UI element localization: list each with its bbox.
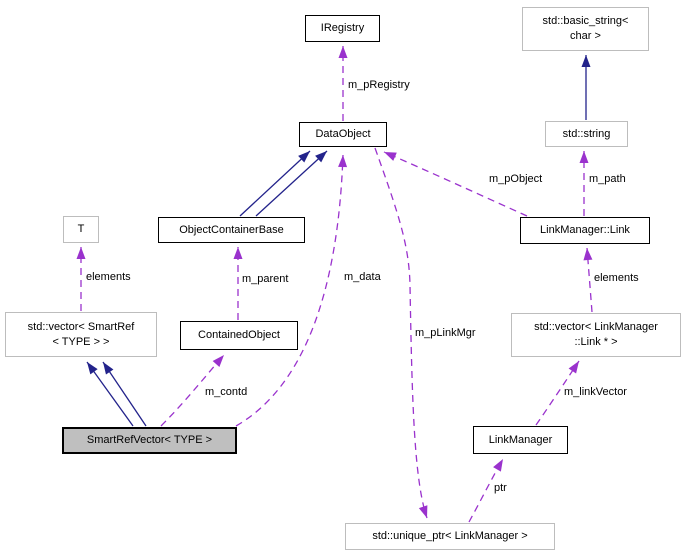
edge-label-m-contd: m_contd <box>205 386 248 398</box>
node-label: std::basic_string< char > <box>542 15 629 42</box>
node-dataobject[interactable]: DataObject <box>299 122 387 147</box>
edge-m-linkvector <box>535 360 580 426</box>
edge-m-contd <box>160 354 225 427</box>
edge-ptr <box>468 458 504 523</box>
node-label: SmartRefVector< TYPE > <box>86 434 213 446</box>
edge-label-elements-link: elements <box>594 272 639 284</box>
node-label: ObjectContainerBase <box>179 223 284 236</box>
node-std-string: std::string <box>545 121 628 147</box>
node-iregistry[interactable]: IRegistry <box>305 15 380 42</box>
node-smartrefvector-current: SmartRefVector< TYPE > <box>62 427 237 454</box>
node-containedobject[interactable]: ContainedObject <box>180 321 298 350</box>
node-label: std::unique_ptr< LinkManager > <box>372 530 528 542</box>
edge-label-m-parent: m_parent <box>242 273 289 285</box>
edge-inherit-ocb-dataobject-1 <box>239 150 311 217</box>
edge-label-m-pregistry: m_pRegistry <box>348 79 410 91</box>
node-t: T <box>63 216 99 243</box>
node-label: LinkManager::Link <box>540 224 630 236</box>
edge-label-m-linkvector: m_linkVector <box>564 386 627 398</box>
node-label: DataObject <box>315 128 371 140</box>
node-std-unique-ptr: std::unique_ptr< LinkManager > <box>345 523 555 550</box>
edge-label-m-pobject: m_pObject <box>489 173 543 185</box>
edge-inherit-ocb-dataobject-2 <box>255 150 328 217</box>
node-std-vector-smartref: std::vector< SmartRef < TYPE > > <box>5 312 157 357</box>
node-label: T <box>77 223 85 235</box>
edge-elements-link <box>583 247 593 313</box>
node-label: std::string <box>562 127 611 140</box>
edge-m-data <box>235 154 348 427</box>
node-label: std::vector< LinkManager ::Link * > <box>534 321 658 348</box>
edge-label-elements-t: elements <box>86 271 131 283</box>
edge-label-ptr: ptr <box>494 482 507 494</box>
edge-label-m-plinkmgr: m_pLinkMgr <box>415 327 476 339</box>
node-linkmanager-link[interactable]: LinkManager::Link <box>520 217 650 244</box>
edge-inherit-srv-vector-1 <box>86 361 134 427</box>
node-label: IRegistry <box>320 22 365 34</box>
node-label: std::vector< SmartRef < TYPE > > <box>27 320 135 348</box>
node-std-basic-string: std::basic_string< char > <box>522 7 649 51</box>
edge-label-m-data: m_data <box>344 271 381 283</box>
edge-inherit-srv-vector-2 <box>102 361 147 427</box>
node-std-vector-linkmanager-link: std::vector< LinkManager ::Link * > <box>511 313 681 357</box>
node-label: LinkManager <box>488 433 553 446</box>
edge-label-m-path: m_path <box>589 173 626 185</box>
node-linkmanager[interactable]: LinkManager <box>473 426 568 454</box>
node-objectcontainerbase[interactable]: ObjectContainerBase <box>158 217 305 243</box>
edge-m-pobject <box>383 151 528 217</box>
node-label: ContainedObject <box>198 329 280 341</box>
edge-m-plinkmgr <box>374 147 428 519</box>
